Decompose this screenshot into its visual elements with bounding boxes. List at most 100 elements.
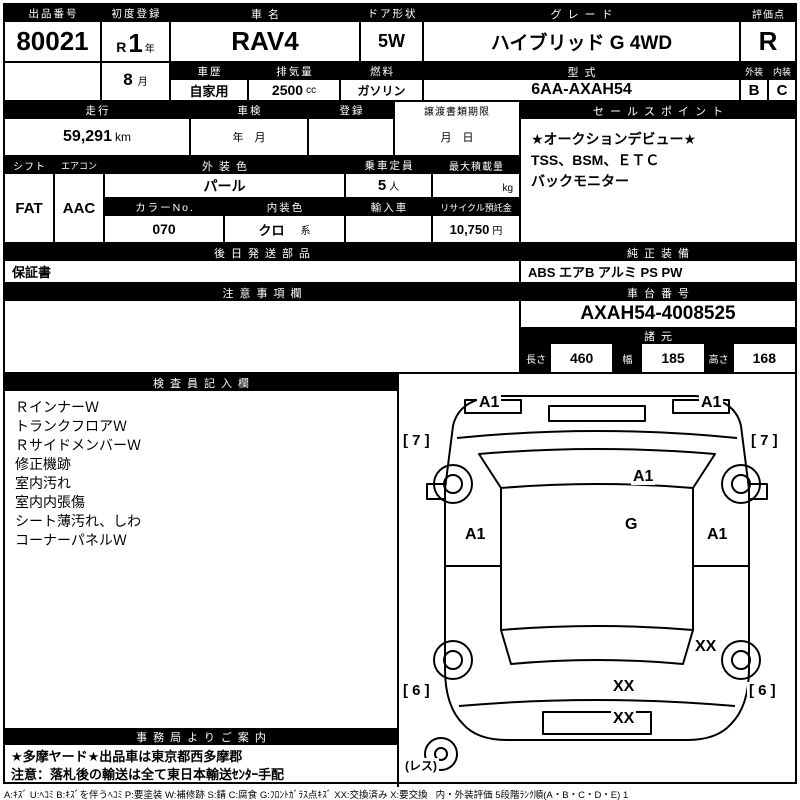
displacement-number: 2500	[271, 82, 304, 98]
dim-width-label: 幅	[612, 344, 643, 372]
car-top-view	[424, 395, 768, 771]
spec-row: シフト FAT エアコン AAC 外装色 パール	[5, 157, 519, 242]
import-label: 輸入車	[346, 199, 431, 216]
wheel-front-left	[433, 464, 473, 504]
displacement-cell: 排気量 2500 cc	[249, 63, 341, 100]
dim-length: 長さ 460	[521, 344, 612, 372]
inspector-block: 検査員記入欄 ＲインナーＷ トランクフロアＷ ＲサイドメンバーＷ 修正機跡 室内…	[5, 374, 399, 787]
car-name-label: 車名	[171, 5, 359, 22]
aircon-cell: エアコン AAC	[55, 157, 105, 242]
fuel-value: ガソリン	[357, 83, 406, 98]
mirror-right	[748, 483, 768, 500]
shift-cell: シフト FAT	[5, 157, 55, 242]
car-name-value: RAV4	[231, 26, 299, 56]
displacement-label: 排気量	[249, 63, 339, 80]
capacity-row: 乗車定員 5 人 最大積載量 kg	[346, 157, 519, 199]
equipment-cell: 純正装備 ABS エアB アルミ PS PW	[521, 244, 795, 282]
dim-length-value: 460	[569, 350, 594, 366]
caution-empty-box	[5, 301, 519, 372]
chassis-label: 車台番号	[521, 284, 795, 301]
mileage-unit: km	[114, 130, 131, 144]
mark-g-center: G	[623, 516, 640, 533]
office-lines: ★多摩ヤード★出品車は東京都西多摩郡 注意：落札後の輸送は全て東日本輸送ｾﾝﾀｰ…	[5, 745, 397, 787]
exterior-grade-label: 外装	[741, 63, 767, 80]
auction-no-label: 出品番号	[5, 5, 100, 22]
inspector-note: 修正機跡	[15, 456, 71, 472]
history-cell: 車歴 自家用	[171, 63, 249, 100]
auction-sheet: 出品番号 80021 初度登録 R 1 年 8 月 車名	[3, 3, 797, 787]
capacity-unit: 人	[389, 182, 400, 193]
top-band: 出品番号 80021 初度登録 R 1 年 8 月 車名	[5, 5, 795, 102]
shaken-cell: 車検 年 月	[191, 102, 309, 155]
auction-no-value: 80021	[5, 22, 100, 63]
recycle-label: リサイクル預託金	[433, 199, 519, 216]
interior-grade-value: C	[776, 81, 788, 99]
import-cell: 輸入車	[346, 199, 433, 242]
chassis-value: AXAH54-4008525	[580, 303, 736, 324]
mileage-label: 走行	[5, 102, 189, 119]
inspector-note: 室内内張傷	[15, 494, 85, 510]
transfer-docs-value: 月 日	[440, 132, 474, 144]
history-row: 車歴 自家用 排気量 2500 cc 燃料 ガソリン	[171, 63, 422, 100]
int-color-label: 内装色	[225, 199, 344, 216]
name-block: 車名 RAV4 ドア形状 5W 車歴 自家用 排気量	[171, 5, 424, 100]
mark-xx-quarter-right: XX	[693, 638, 719, 655]
color-no-cell: カラーNo. 070	[105, 199, 225, 242]
grade-value: ハイブリッド G 4WD	[490, 33, 673, 54]
bottom-band: 検査員記入欄 ＲインナーＷ トランクフロアＷ ＲサイドメンバーＷ 修正機跡 室内…	[5, 374, 795, 787]
mark-spare-less: (レス)	[403, 758, 439, 775]
model-label: 型式	[424, 63, 739, 80]
caution-label: 注意事項欄	[5, 284, 519, 301]
equipment-label: 純正装備	[521, 244, 795, 261]
capacity-number: 5	[377, 177, 387, 194]
mark-bracket7-right: [ 7 ]	[749, 432, 780, 449]
wheel-rear-right	[721, 640, 761, 680]
mark-a1-front-right: A1	[699, 394, 724, 411]
fuel-cell: 燃料 ガソリン	[341, 63, 422, 100]
score-label: 評価点	[741, 5, 795, 22]
dim-length-label: 長さ	[521, 344, 551, 372]
rear-bumper	[542, 711, 652, 735]
caution-cell: 注意事項欄	[5, 284, 521, 372]
mileage-value: 59,291 km	[5, 119, 189, 155]
int-color-suffix: 系	[300, 225, 311, 237]
ext-color-cell: 外装色 パール	[105, 157, 344, 199]
mark-a1-cowl: A1	[631, 468, 656, 485]
spare-tire	[424, 737, 458, 771]
score-cell: 評価点 R	[741, 5, 795, 63]
car-name-cell: 車名 RAV4	[171, 5, 361, 61]
displacement-value: 2500 cc	[249, 80, 339, 100]
color-sub-row: カラーNo. 070 内装色 クロ 系	[105, 199, 344, 242]
first-reg-month-unit: 月	[137, 77, 148, 88]
rear-window	[500, 625, 694, 665]
history-label: 車歴	[171, 63, 247, 80]
color-no-label: カラーNo.	[105, 199, 223, 216]
door-label: ドア形状	[361, 5, 422, 22]
office-line: 注意：落札後の輸送は全て東日本輸送ｾﾝﾀｰ手配	[11, 767, 285, 782]
car-diagram: A1 A1 [ 7 ] [ 7 ] A1 A1 G A1 XX XX [ 6 ]…	[399, 374, 795, 787]
auction-no-cell: 出品番号 80021	[5, 5, 102, 100]
mirror-left	[426, 483, 446, 500]
mark-a1-door-right: A1	[705, 526, 730, 543]
first-reg-cell: 初度登録 R 1 年 8 月	[102, 5, 171, 100]
capacity-cell: 乗車定員 5 人	[346, 157, 433, 197]
grade-label: グレード	[424, 5, 739, 22]
displacement-unit: cc	[306, 84, 317, 96]
color-block: 外装色 パール カラーNo. 070 内装色 クロ	[105, 157, 346, 242]
import-value	[346, 216, 431, 242]
first-reg-month-row: 8 月	[102, 63, 169, 100]
interior-grade-cell: 内装 C	[769, 63, 795, 100]
auction-no-empty-box	[5, 63, 100, 100]
shaken-value: 年 月	[232, 132, 266, 144]
first-reg-year-row: R 1 年	[102, 22, 169, 63]
aircon-label: エアコン	[55, 157, 103, 174]
dim-height-label: 高さ	[703, 344, 734, 372]
inspector-notes: ＲインナーＷ トランクフロアＷ ＲサイドメンバーＷ 修正機跡 室内汚れ 室内内張…	[5, 391, 397, 728]
sales-point-line: TSS、BSM、ＥＴＣ	[531, 152, 660, 168]
mark-bracket7-left: [ 7 ]	[401, 432, 432, 449]
capacity-value: 5 人	[346, 174, 431, 197]
grade-block: グレード ハイブリッド G 4WD 型式 6AA-AXAH54	[424, 5, 741, 100]
sales-points-cell: セールスポイント ★オークションデビュー★ TSS、BSM、ＥＴＣ バックモニタ…	[521, 102, 795, 242]
mark-a1-door-left: A1	[463, 526, 488, 543]
color-no-value: 070	[152, 221, 176, 237]
